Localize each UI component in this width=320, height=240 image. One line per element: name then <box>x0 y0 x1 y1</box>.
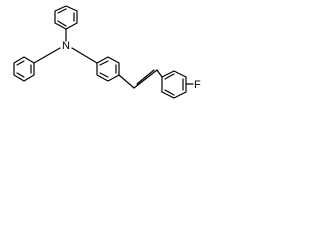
fluorine-atom-label: F <box>194 79 201 91</box>
nitrogen-atom-label: N <box>62 40 70 52</box>
molecule-diagram: N F <box>13 5 201 99</box>
phenyl-ring-left <box>13 56 35 82</box>
phenyl-ring-top <box>54 5 78 30</box>
phenylene-ring-center <box>96 56 120 82</box>
fluorophenyl-ring <box>161 70 194 99</box>
chemical-structure: N F <box>0 0 212 122</box>
vinylene-linker <box>118 69 163 89</box>
nitrogen-bonds <box>33 28 98 64</box>
